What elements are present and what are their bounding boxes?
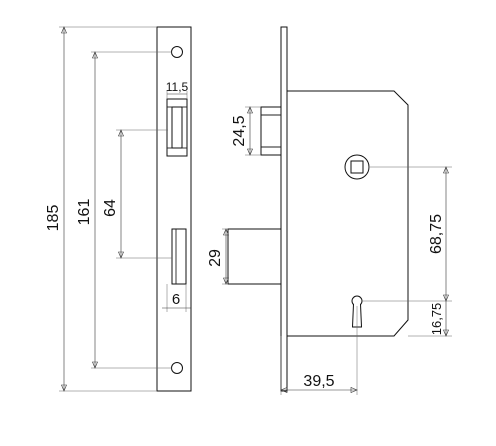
deadbolt-opening [171,228,187,285]
dimension-latch-width: 11,5 [166,80,189,99]
dimension-deadbolt-height: 29 [207,228,229,285]
front-view: 185 161 64 11,5 [45,26,192,392]
follower-square [350,160,364,174]
latch-bolt-side [260,106,282,156]
dimension-hole-spacing: 161 [76,51,172,369]
dimension-latch-height: 24,5 [231,106,261,156]
latch-height-label: 24,5 [231,115,248,146]
dimension-follower-to-keyhole: 68,75 [362,166,452,302]
dimension-latch-to-deadbolt: 64 [102,129,172,259]
lock-case [286,90,409,337]
bottom-fixing-hole [171,362,183,374]
keyhole-offset-label: 16,75 [429,303,444,336]
deadbolt-side [227,228,282,285]
faceplate [156,26,192,392]
dimension-deadbolt-width: 6 [162,284,191,312]
deadbolt-height-label: 29 [207,249,224,267]
top-fixing-hole [171,46,183,58]
follower-to-keyhole-label: 68,75 [428,214,445,254]
overall-height-label: 185 [45,205,62,232]
forend-plate [280,26,288,392]
dimension-keyhole-offset: 16,75 [408,301,452,337]
dimension-overall-height: 185 [45,26,157,392]
latch-to-deadbolt-label: 64 [102,199,119,217]
latch-bolt [171,106,183,149]
latch-width-label: 11,5 [166,80,189,94]
side-view: 24,5 29 68,75 16,75 [207,26,452,395]
backset-label: 39,5 [303,373,334,390]
hole-spacing-label: 161 [76,199,93,226]
dimension-backset: 39,5 [280,306,358,395]
deadbolt-width-label: 6 [172,291,180,308]
